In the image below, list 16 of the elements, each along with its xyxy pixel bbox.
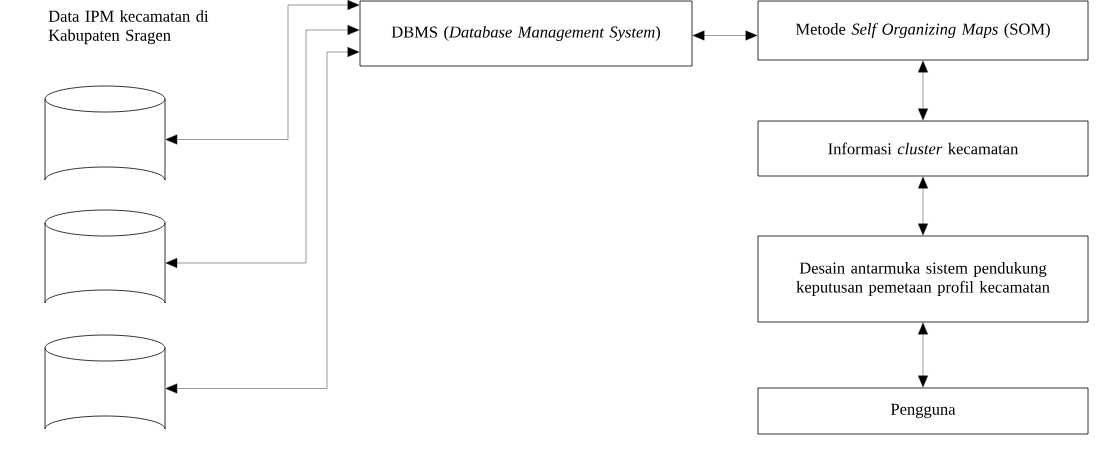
process-box: Informasi cluster kecamatan bbox=[757, 120, 1089, 177]
process-box: Pengguna bbox=[757, 387, 1089, 435]
arrow bbox=[692, 30, 758, 41]
database-cylinder bbox=[44, 334, 166, 430]
arrow bbox=[165, 25, 360, 268]
arrow bbox=[165, 47, 360, 394]
process-box: Desain antarmuka sistem pendukung keputusan pemetaan profil kecamatan bbox=[757, 235, 1089, 323]
arrow bbox=[918, 60, 928, 121]
process-box: DBMS (Database Management System) bbox=[359, 0, 693, 67]
database-cylinder bbox=[44, 85, 166, 181]
heading-text: Data IPM kecamatan di Kabupaten Sragen bbox=[48, 10, 209, 45]
database-cylinder bbox=[44, 209, 166, 304]
arrow bbox=[165, 0, 360, 145]
arrow bbox=[918, 322, 928, 388]
arrow bbox=[918, 176, 928, 236]
process-box: Metode Self Organizing Maps (SOM) bbox=[757, 0, 1089, 61]
